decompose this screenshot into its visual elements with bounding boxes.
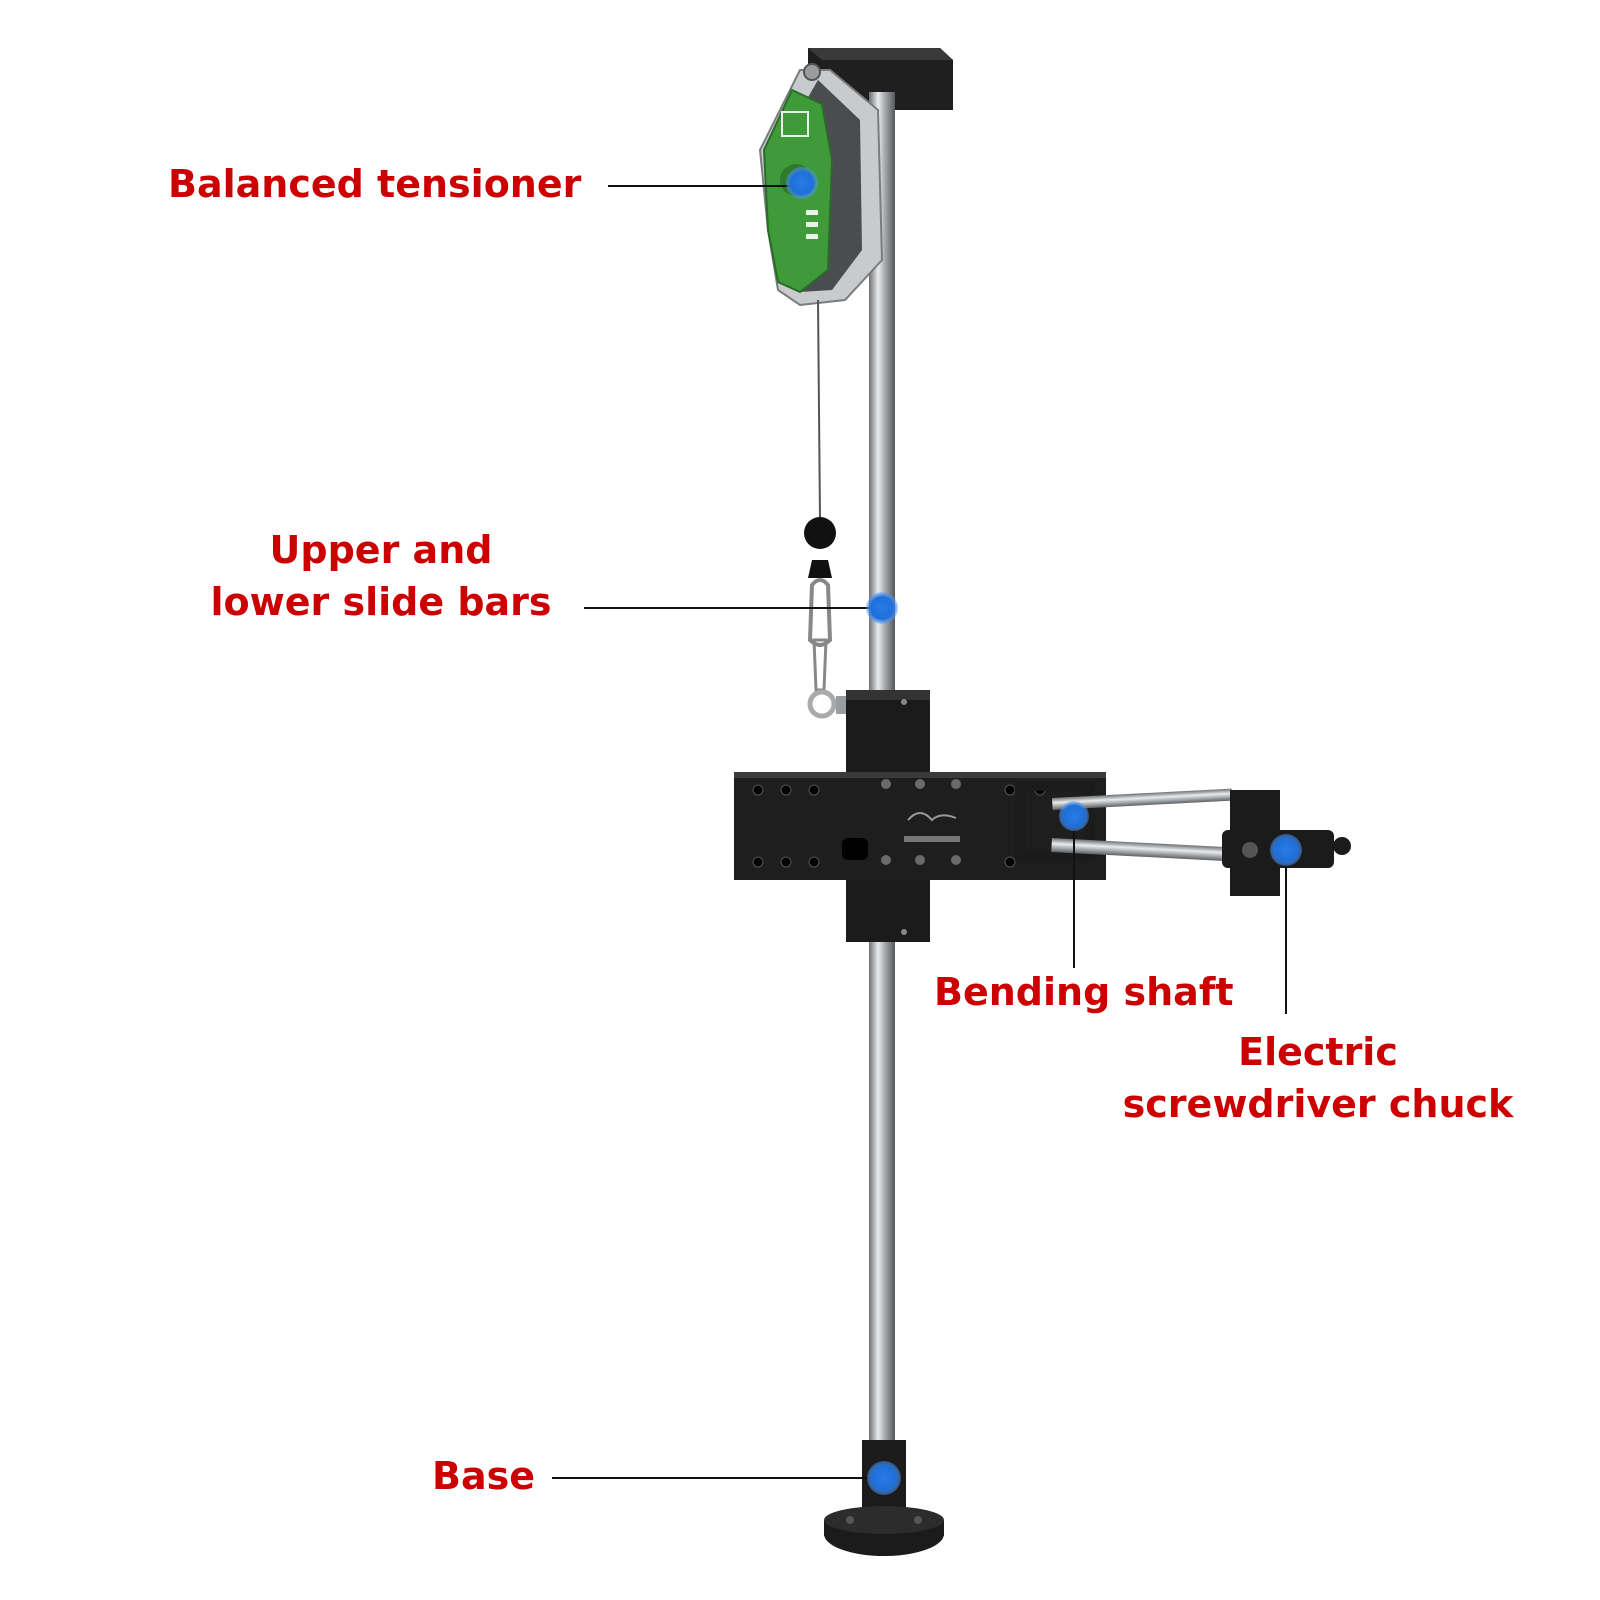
label-text: Upper and: [269, 528, 493, 572]
label-slide-bars: Upper and lower slide bars: [201, 524, 561, 629]
label-screwdriver-chuck: Electric screwdriver chuck: [1108, 1026, 1528, 1131]
label-text: Electric: [1238, 1030, 1398, 1074]
label-text: Balanced tensioner: [168, 162, 582, 206]
balanced-tensioner-part: [758, 63, 884, 307]
markers: [786, 167, 1302, 1495]
label-balanced-tensioner: Balanced tensioner: [168, 158, 581, 210]
marker-base: [867, 1461, 901, 1495]
label-text: lower slide bars: [210, 580, 552, 625]
label-base: Base: [432, 1450, 535, 1502]
label-text: screwdriver chuck: [1122, 1082, 1514, 1127]
marker-tensioner: [786, 167, 818, 199]
leader-lines: [552, 185, 1287, 1479]
base-part: [824, 1440, 944, 1556]
label-text: Bending shaft: [934, 970, 1234, 1014]
marker-bending-shaft: [1059, 801, 1089, 831]
chuck-holder: [1222, 790, 1351, 896]
label-text: Base: [432, 1454, 535, 1498]
label-bending-shaft: Bending shaft: [934, 966, 1234, 1018]
marker-slide-bars: [866, 592, 898, 624]
arm-assembly: [1015, 781, 1233, 862]
marker-chuck: [1270, 834, 1302, 866]
tensioner-cable: [804, 299, 858, 719]
